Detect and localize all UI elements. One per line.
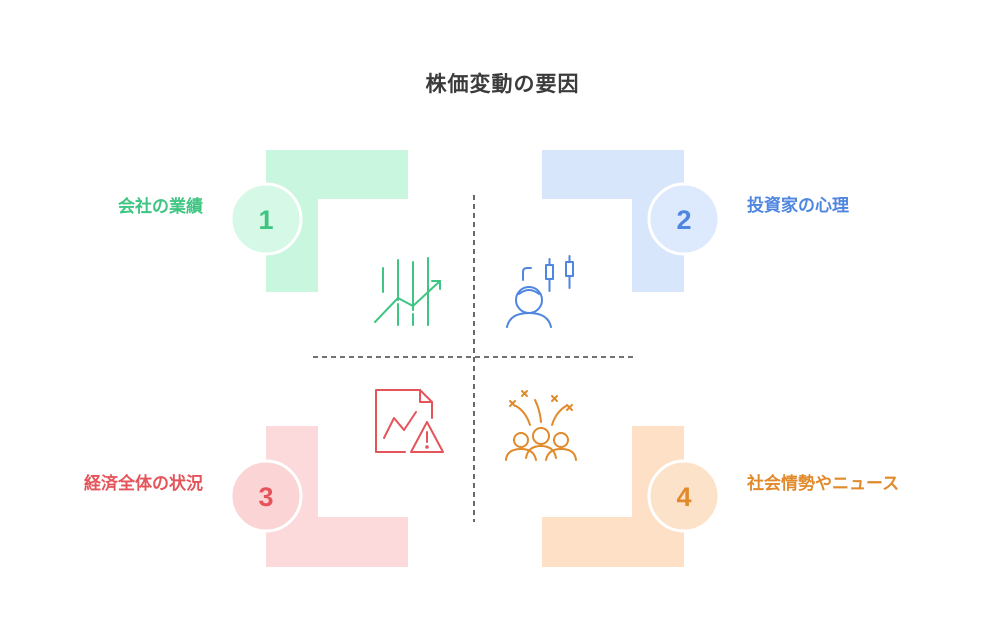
diagram-title: 株価変動の要因 (425, 72, 580, 96)
step-badge-4: 4 (647, 459, 721, 533)
step-number-2: 2 (676, 205, 691, 235)
crowd-news-icon (505, 390, 577, 461)
growth-chart-icon (374, 257, 441, 326)
document-warning-icon (375, 389, 444, 453)
factor-label-2: 投資家の心理 (747, 196, 849, 216)
step-badge-1: 1 (229, 182, 303, 256)
shape-1 (266, 150, 408, 292)
step-number-3: 3 (258, 482, 273, 512)
factor-label-1: 会社の業績 (118, 197, 203, 217)
step-badge-3: 3 (229, 459, 303, 533)
investor-candlestick-icon (506, 255, 574, 328)
factor-label-4: 社会情勢やニュース (747, 474, 900, 494)
step-badge-2: 2 (647, 182, 721, 256)
shape-2 (542, 150, 684, 292)
shape-3 (266, 426, 408, 567)
step-number-4: 4 (676, 482, 691, 512)
step-number-1: 1 (258, 205, 273, 235)
factor-label-3: 経済全体の状況 (84, 474, 203, 494)
shape-4 (542, 426, 684, 567)
